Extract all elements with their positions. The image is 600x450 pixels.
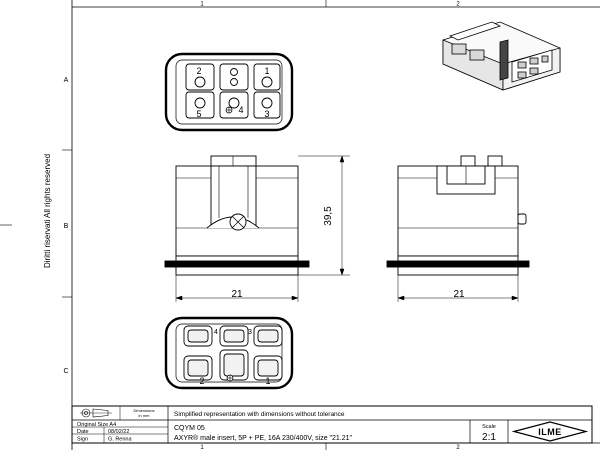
front-dimension-lines — [175, 155, 350, 302]
dimensions-caption-2: in mm — [139, 413, 151, 418]
scale-label: Scale — [482, 424, 496, 430]
side-view — [386, 155, 530, 276]
isometric-view — [442, 21, 561, 91]
top-view-face — [164, 52, 294, 132]
date-label: Date — [77, 429, 89, 435]
side-text-rights-en: All rights reserved — [43, 154, 52, 218]
part-code: CQYM 05 — [174, 425, 205, 432]
sign-label: Sign — [77, 437, 88, 443]
top-pin-label-1: 1 — [264, 66, 269, 76]
top-pin-label-3: 3 — [264, 109, 269, 119]
tolerance-note: Simplified representation with dimension… — [174, 411, 345, 418]
bottom-pin-label-4: 4 — [214, 329, 218, 336]
grid-column-label-2-bottom: 2 — [456, 445, 460, 450]
grid-row-label-b: B — [64, 223, 69, 230]
bottom-pin-label-2: 2 — [199, 376, 204, 386]
date-value: 08/02/22 — [108, 429, 129, 435]
dimensions-caption-1: Dimensions — [134, 408, 155, 413]
part-description: AXYR® male insert, 5P + PE, 16A 230/400V… — [174, 434, 353, 442]
grid-column-label-1-bottom: 1 — [200, 445, 204, 450]
side-dimension-lines — [397, 275, 519, 302]
brand-logo-text: ILME — [538, 427, 562, 437]
side-text-rights-it: Diritti riservati — [43, 219, 52, 268]
grid-column-label-2: 2 — [456, 2, 460, 8]
bottom-view-back — [164, 316, 294, 390]
front-view — [164, 155, 310, 276]
grid-column-label-1: 1 — [200, 2, 204, 8]
grid-row-label-c: C — [63, 368, 68, 375]
dimension-height-label: 39,5 — [323, 206, 334, 226]
original-size-label: Original Size A4 — [77, 422, 116, 428]
dimension-width-front-label: 21 — [231, 289, 243, 300]
brand-logo: ILME — [511, 421, 589, 442]
scale-value: 2:1 — [482, 432, 496, 443]
top-pin-label-2: 2 — [196, 66, 201, 76]
sign-value: G. Renna — [108, 437, 132, 443]
projection-symbol-icon — [80, 408, 112, 418]
top-pin-label-4: 4 — [238, 105, 243, 115]
bottom-pin-label-3: 3 — [248, 329, 252, 336]
title-block-frame — [71, 405, 593, 444]
top-pin-label-5: 5 — [196, 109, 201, 119]
grid-row-label-a: A — [64, 77, 69, 84]
bottom-pin-label-1: 1 — [265, 376, 270, 386]
dimension-width-side-label: 21 — [453, 289, 465, 300]
